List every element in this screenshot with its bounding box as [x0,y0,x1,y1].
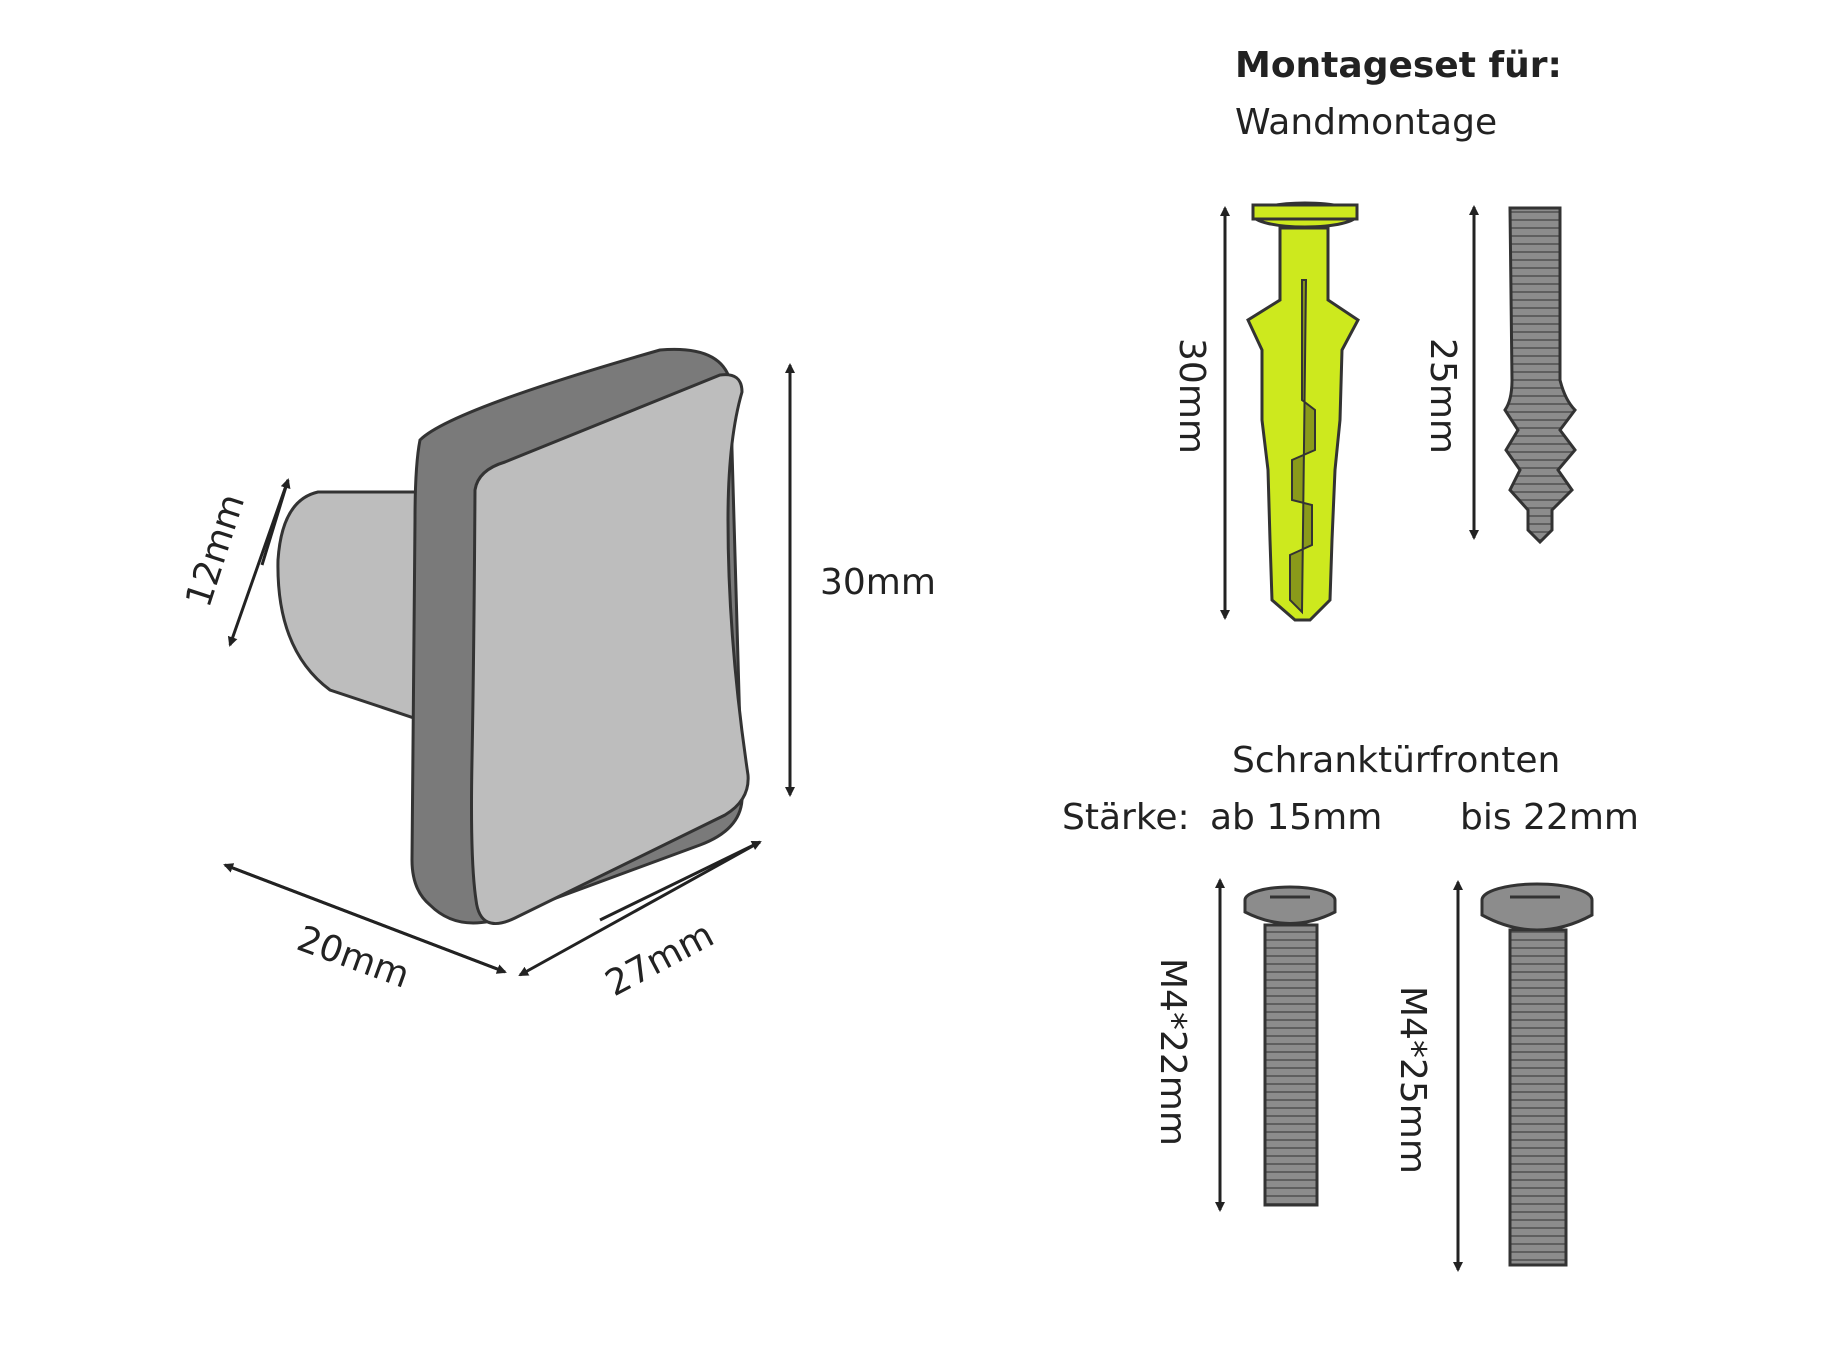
wood-screw-label: 25mm [1422,338,1463,454]
kit-title: Montageset für: [1235,45,1562,86]
bolt-short [1243,885,1337,1207]
wall-anchor [1246,201,1360,622]
knob-depth-arrow-b [224,863,507,974]
door-heading: Schranktürfronten [1232,740,1561,781]
bolt-short-label-wrap: M4*22mm [1152,958,1193,1146]
wall-heading: Wandmontage [1235,102,1498,143]
wood-screw [1503,206,1577,545]
thickness-to: bis 22mm [1460,797,1639,838]
knob-neck-arrow-b [227,479,290,647]
knob-width-arrow-b [518,840,761,977]
bolt-short-label: M4*22mm [1152,958,1193,1146]
thickness-label: Stärke: [1062,797,1190,838]
thickness-from: ab 15mm [1210,797,1383,838]
knob-illustration [276,347,750,925]
knob-face [470,373,750,925]
knob-width-arrow [599,840,762,922]
knob-height-label: 30mm [820,562,936,603]
anchor-label-wrap: 30mm [1171,331,1212,461]
bolt-long-label-wrap: M4*25mm [1392,986,1433,1174]
bolt-long [1480,882,1594,1267]
knob-stem [276,490,422,723]
anchor-label: 30mm [1171,338,1212,454]
bolt-long-label: M4*25mm [1392,986,1433,1174]
wood-screw-label-wrap: 25mm [1422,331,1463,461]
